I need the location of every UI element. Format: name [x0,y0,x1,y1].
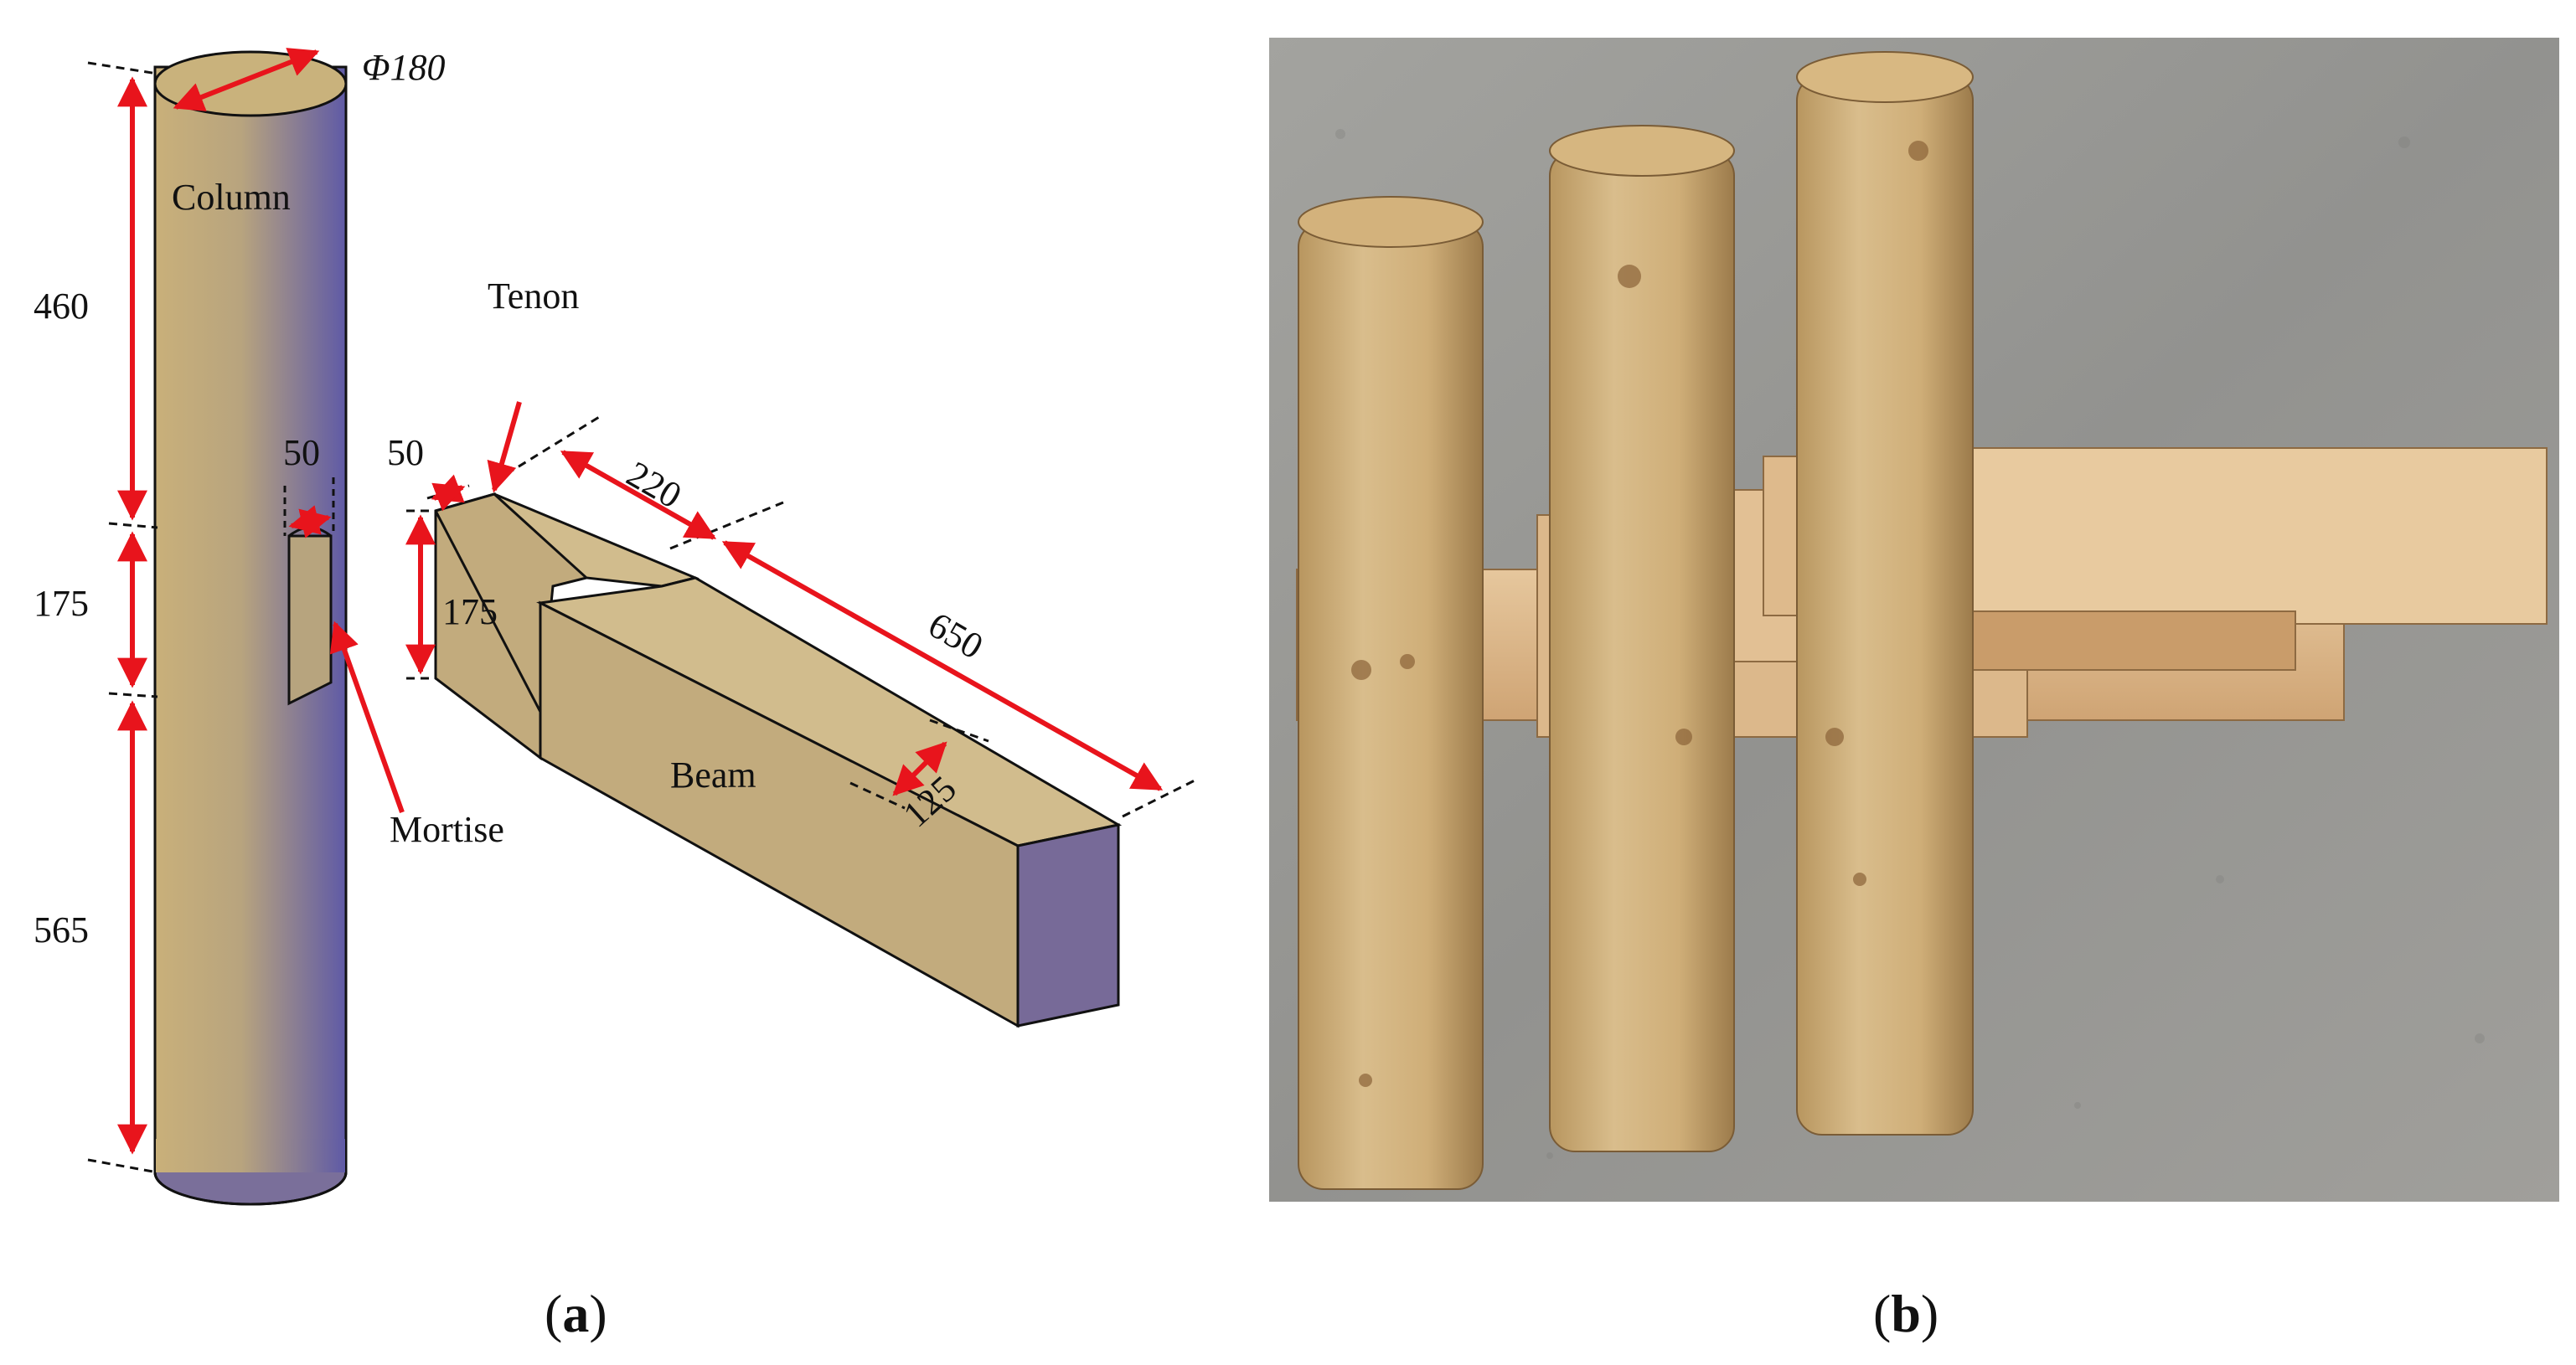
panel-b-photo [1269,38,2559,1202]
log-middle [1549,125,1735,1152]
dim-mortise-height: 175 [34,583,89,624]
dim-tenon-length: 220 [620,453,689,516]
label-beam: Beam [670,755,756,796]
label-column: Column [172,177,291,218]
label-mortise: Mortise [390,809,504,850]
dim-tenon-height: 175 [442,591,498,632]
label-tenon: Tenon [488,276,579,317]
dim-diameter: Φ180 [362,47,446,88]
log-left [1298,196,1484,1190]
caption-a: (a) [545,1284,607,1343]
dim-upper-height: 460 [34,286,89,327]
dimension-arrows [117,48,1164,1155]
panel-a-diagram: Φ180 460 175 565 50 50 175 220 650 125 C… [34,47,1199,1206]
dim-tenon-width: 50 [387,432,424,473]
log-right [1796,51,1974,1136]
caption-b: (b) [1873,1284,1938,1343]
dim-lower-height: 565 [34,909,89,950]
dim-mortise-width: 50 [283,432,320,473]
